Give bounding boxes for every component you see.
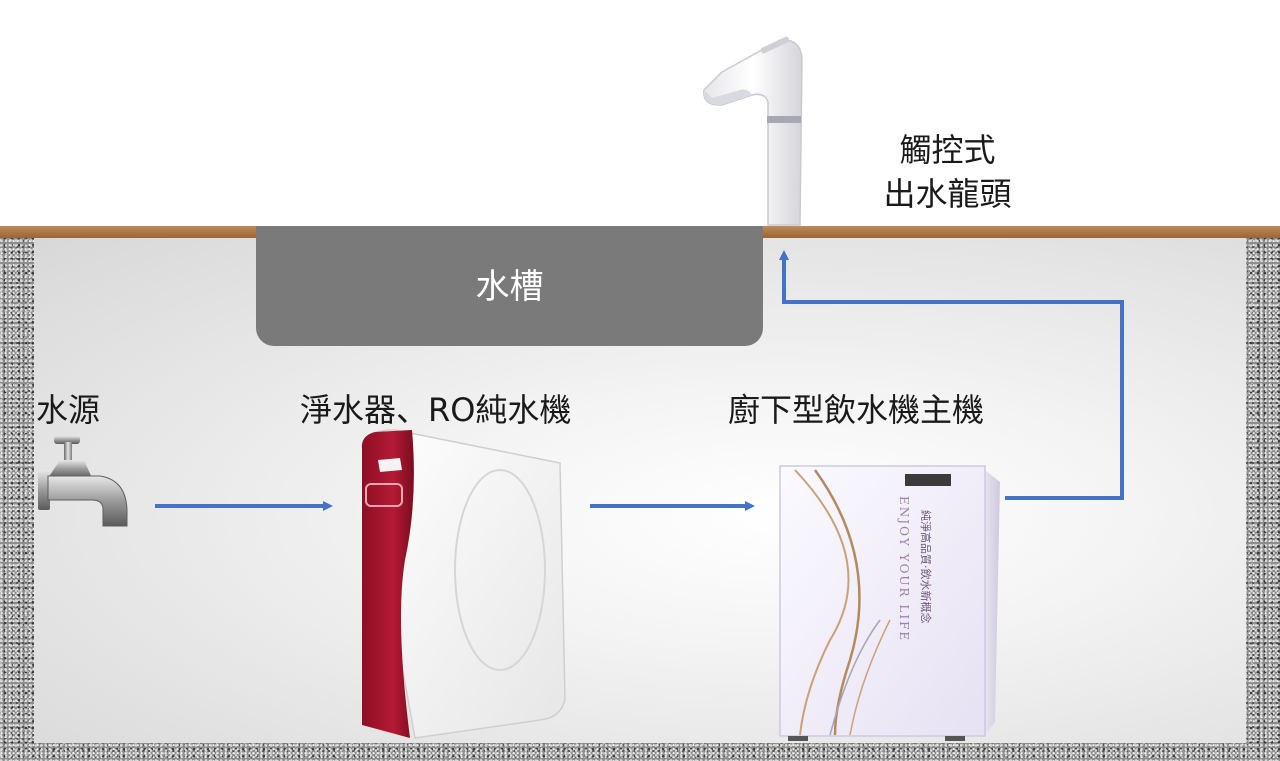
faucet-label-line2: 出水龍頭 — [883, 175, 1012, 213]
touch-faucet-icon — [703, 36, 803, 226]
main-unit-icon: ENJOY YOUR LIFE 純淨高品質‧飲水新概念 — [779, 465, 1000, 741]
flow-arrow-main-unit-to-faucet — [779, 250, 1124, 500]
water-source-label: 水源 — [36, 391, 101, 429]
faucet-label: 觸控式 出水龍頭 — [860, 128, 1035, 216]
sink-basin: 水槽 — [256, 226, 763, 346]
main-unit-slogan-zh: 純淨高品質‧飲水新概念 — [919, 510, 933, 624]
water-tap-icon — [38, 436, 128, 527]
purifier-label: 淨水器、RO純水機 — [300, 391, 572, 429]
sink-label: 水槽 — [475, 267, 544, 307]
main-unit-label: 廚下型飲水機主機 — [728, 391, 985, 429]
ro-purifier-icon — [361, 429, 566, 739]
faucet-label-line1: 觸控式 — [899, 131, 996, 169]
main-unit-slogan-en: ENJOY YOUR LIFE — [897, 496, 911, 642]
